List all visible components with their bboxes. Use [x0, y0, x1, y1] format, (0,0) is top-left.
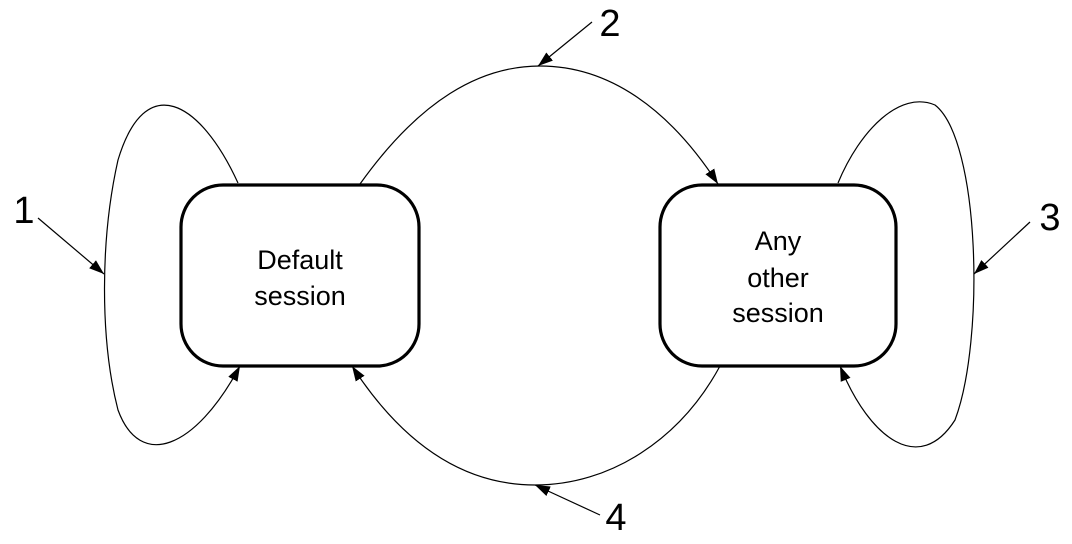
node-default-session-line-2: session	[254, 281, 346, 311]
node-other-session-line-1: Any	[755, 226, 802, 256]
node-other-session-line-2: other	[747, 263, 809, 293]
callout-label-4: 4	[605, 497, 626, 539]
loop-edge-default-session	[103, 104, 241, 446]
callout-label-2: 2	[599, 3, 620, 45]
edge-other-to-default-session	[351, 365, 721, 486]
callout-pointer-1	[37, 217, 105, 275]
callout-label-3: 3	[1039, 197, 1060, 239]
callout-pointer-3	[973, 221, 1031, 275]
edge-default-to-other-session	[359, 65, 719, 185]
node-other-session-line-3: session	[732, 298, 824, 328]
callout-pointer-4	[534, 484, 601, 516]
callout-pointer-2	[537, 21, 593, 67]
node-default-session-line-1: Default	[257, 245, 343, 275]
loop-edge-other-session	[837, 101, 975, 448]
node-other-session: Any other session	[658, 183, 898, 368]
node-default-session: Default session	[179, 183, 421, 368]
callout-label-1: 1	[13, 190, 34, 232]
